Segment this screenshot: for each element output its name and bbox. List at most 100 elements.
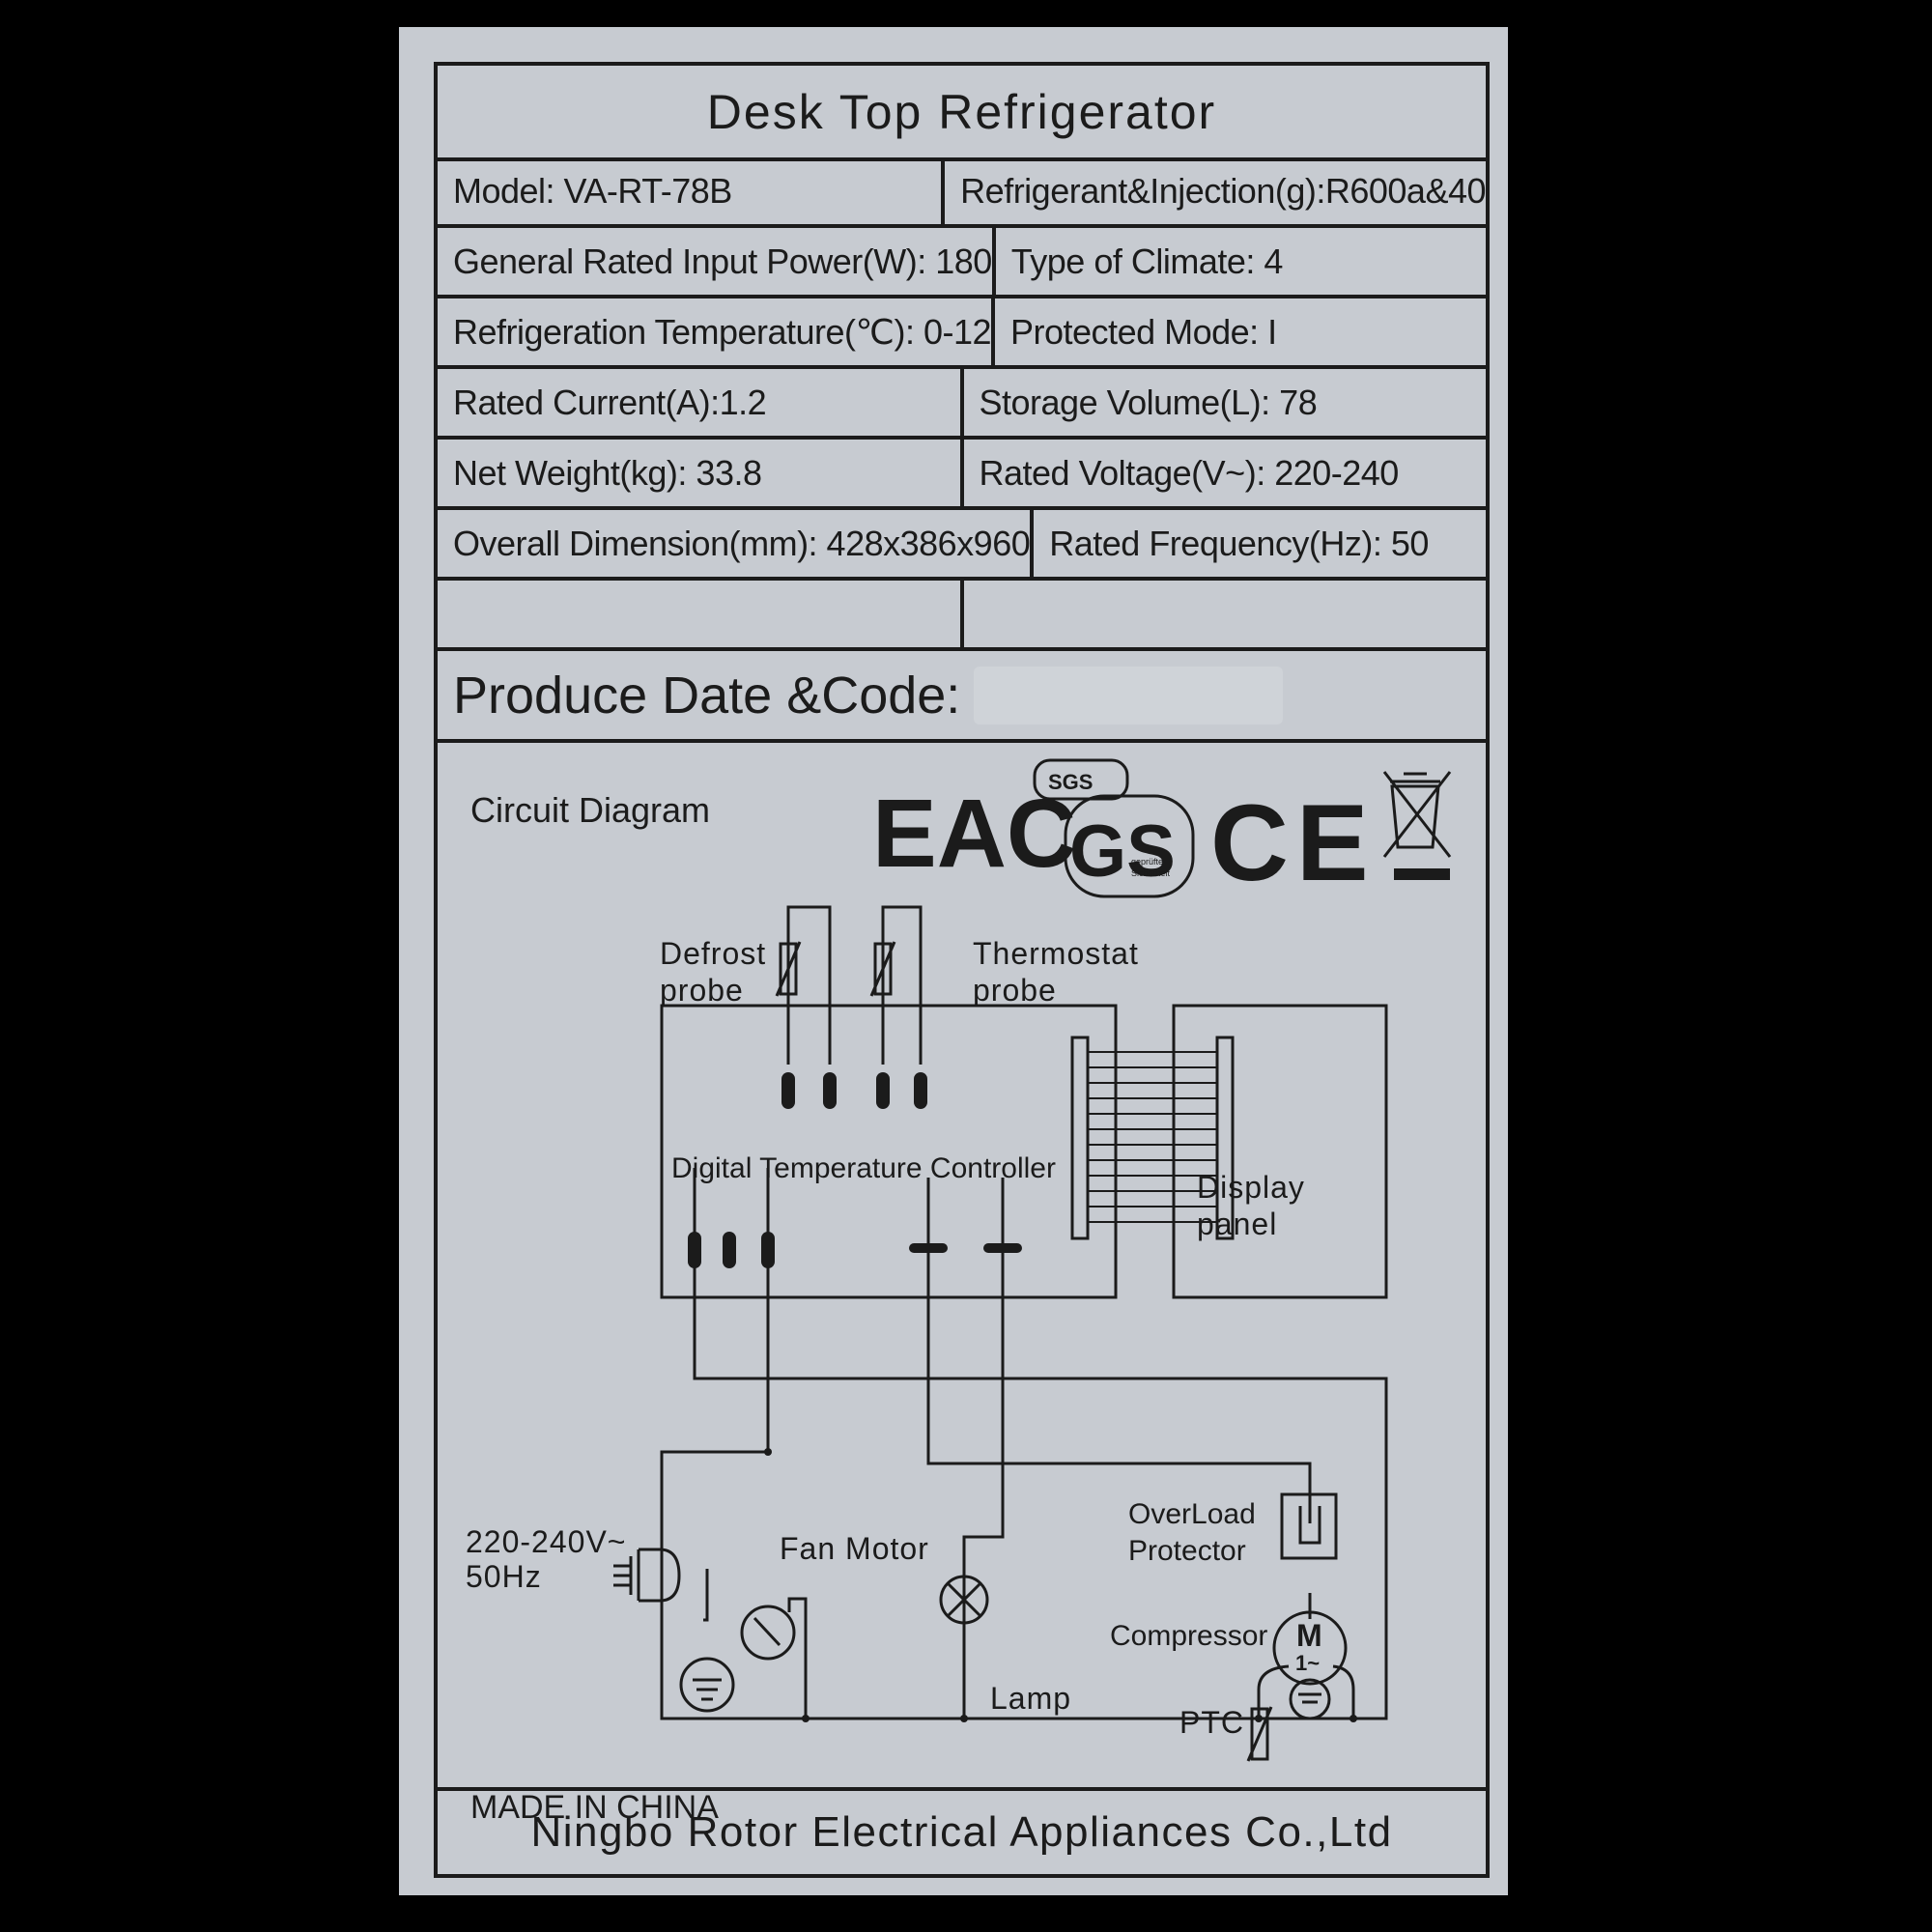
fan-motor-label: Fan Motor — [780, 1531, 929, 1566]
ptc-label: PTC — [1179, 1705, 1244, 1740]
circuit-diagram-heading: Circuit Diagram — [470, 790, 710, 830]
spec-cell-empty — [438, 581, 964, 647]
wire-lamp-feed — [962, 1178, 1005, 1719]
spec-row: Net Weight(kg): 33.8 Rated Voltage(V~): … — [438, 440, 1486, 510]
display-panel-label: panel — [1197, 1207, 1277, 1241]
overload-protector-label: OverLoad — [1128, 1498, 1256, 1530]
lamp-icon — [939, 1575, 989, 1625]
wire-earth-plug — [703, 1569, 709, 1622]
compressor-label: Compressor — [1110, 1620, 1267, 1652]
spec-row: General Rated Input Power(W): 180 Type o… — [438, 228, 1486, 298]
produce-date-label: Produce Date &Code: — [453, 666, 961, 724]
thermostat-thermistor-slash — [869, 941, 896, 997]
thermostat-probe-label: Thermostat — [973, 936, 1139, 971]
spec-cell-dimension: Overall Dimension(mm): 428x386x960 — [438, 510, 1035, 577]
thermostat-probe-loop — [881, 905, 923, 1065]
spec-cell-protected-mode: Protected Mode: I — [1010, 311, 1277, 352]
mains-plug-icon — [629, 1548, 681, 1603]
circuit-diagram: EAC SGS GS geprüfte Sicherheit CE Circui… — [466, 758, 1452, 1826]
gs-mark-outline — [1064, 794, 1195, 898]
fan-motor-icon — [740, 1605, 796, 1661]
controller-terminal — [723, 1232, 736, 1268]
produce-date-row: Produce Date &Code: — [438, 651, 1486, 743]
gs-mark-sub: Sicherheit — [1131, 868, 1171, 878]
spec-cell-temperature: Refrigeration Temperature(℃): 0-12 — [438, 298, 996, 365]
ribbon-plug-right — [1215, 1036, 1235, 1240]
controller-terminal — [909, 1243, 948, 1253]
wire-run — [1332, 1664, 1355, 1719]
controller-box — [660, 1004, 1118, 1299]
sgs-mark-outline — [1033, 758, 1129, 801]
spec-cell-climate: Type of Climate: 4 — [1010, 241, 1284, 281]
spec-table: Model: VA-RT-78B Refrigerant&Injection(g… — [438, 157, 1486, 651]
gs-mark: GS — [1069, 810, 1176, 893]
overload-protector-label: Protector — [1128, 1535, 1246, 1567]
supply-voltage-label: 220-240V~ — [466, 1524, 626, 1559]
supply-frequency-label: 50Hz — [466, 1559, 542, 1594]
weee-cross — [1382, 771, 1452, 858]
defrost-thermistor-slash — [775, 941, 802, 997]
defrost-probe-label: Defrost — [660, 936, 766, 971]
controller-terminal — [823, 1072, 837, 1109]
earth-icon — [679, 1657, 735, 1713]
controller-label: Digital Temperature Controller — [671, 1152, 1056, 1184]
overload-element — [1298, 1506, 1321, 1545]
label-frame: Desk Top Refrigerator Model: VA-RT-78B R… — [434, 62, 1490, 1878]
controller-terminal — [781, 1072, 795, 1109]
spec-cell-input-power: General Rated Input Power(W): 180 — [438, 228, 996, 295]
controller-terminal — [914, 1072, 927, 1109]
thermostat-probe-label: probe — [973, 973, 1057, 1008]
spec-row-empty — [438, 581, 1486, 651]
weee-bar — [1394, 868, 1450, 880]
rating-plate — [399, 27, 1508, 1895]
compressor-motor-icon — [1272, 1610, 1348, 1686]
compressor-earth-icon — [1289, 1678, 1331, 1720]
plug-prongs — [613, 1564, 631, 1587]
made-in-label: MADE IN CHINA — [470, 1789, 719, 1826]
spec-row: Rated Current(A):1.2 Storage Volume(L): … — [438, 369, 1486, 440]
controller-terminal — [688, 1232, 701, 1268]
lamp-cross — [946, 1581, 982, 1618]
manufacturer-footer: Ningbo Rotor Electrical Appliances Co.,L… — [438, 1787, 1486, 1874]
wire-fan — [787, 1597, 808, 1719]
spec-cell-model: Model: VA-RT-78B — [438, 157, 946, 224]
spec-row: Refrigeration Temperature(℃): 0-12 Prote… — [438, 298, 1486, 369]
thermostat-thermistor — [873, 942, 893, 996]
weee-bin-icon — [1390, 772, 1440, 849]
gs-mark-sub: geprüfte — [1131, 857, 1163, 867]
controller-terminal — [983, 1243, 1022, 1253]
display-panel-label: Display — [1197, 1170, 1305, 1205]
overload-protector — [1280, 1492, 1338, 1560]
spec-cell-voltage: Rated Voltage(V~): 220-240 — [979, 452, 1400, 493]
controller-terminal — [761, 1232, 775, 1268]
junction-dot — [1255, 1715, 1263, 1722]
spec-cell-volume: Storage Volume(L): 78 — [979, 382, 1318, 422]
ribbon-cable — [1088, 1051, 1217, 1223]
spec-row: Overall Dimension(mm): 428x386x960 Rated… — [438, 510, 1486, 581]
lamp-label: Lamp — [990, 1681, 1071, 1716]
display-box — [1172, 1004, 1388, 1299]
eac-mark: EAC — [872, 780, 1076, 888]
junction-dot — [764, 1448, 772, 1456]
spec-cell-weight: Net Weight(kg): 33.8 — [438, 440, 964, 506]
motor-phase: 1~ — [1295, 1651, 1320, 1675]
defrost-thermistor — [779, 942, 798, 996]
controller-terminal — [876, 1072, 890, 1109]
defrost-probe-loop — [786, 905, 832, 1065]
ptc-element — [1250, 1707, 1269, 1761]
spec-cell-frequency: Rated Frequency(Hz): 50 — [1049, 523, 1429, 563]
wire-ptc — [1257, 1664, 1290, 1719]
junction-dot — [802, 1715, 810, 1722]
label-title: Desk Top Refrigerator — [438, 66, 1486, 161]
defrost-probe-label: probe — [660, 973, 744, 1008]
spec-cell-empty — [964, 581, 1487, 647]
spec-row: Model: VA-RT-78B Refrigerant&Injection(g… — [438, 157, 1486, 228]
motor-letter: M — [1296, 1618, 1322, 1653]
spec-cell-refrigerant: Refrigerant&Injection(g):R600a&40 — [960, 170, 1486, 211]
produce-code-blank — [974, 666, 1284, 724]
sgs-mark: SGS — [1048, 770, 1093, 794]
junction-dot — [960, 1715, 968, 1722]
junction-dot — [1350, 1715, 1357, 1722]
ptc-slash — [1246, 1706, 1273, 1762]
spec-cell-current: Rated Current(A):1.2 — [438, 369, 964, 436]
